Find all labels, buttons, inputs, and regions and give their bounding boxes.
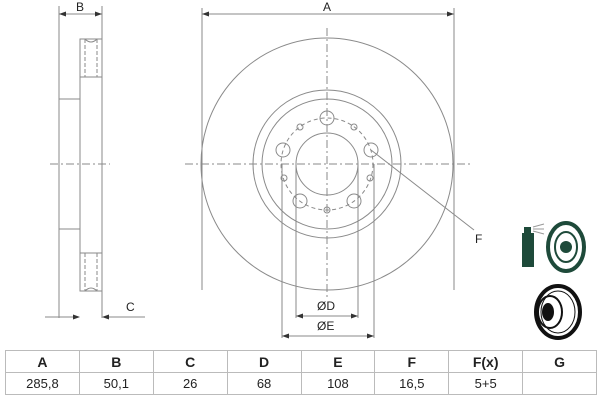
header-e: E: [300, 350, 376, 373]
spray-can-disc-coating-icon: [522, 221, 586, 273]
value-fx: 5+5: [448, 372, 524, 395]
header-c: C: [152, 350, 228, 373]
spec-table-value-row: 285,8 50,1 26 68 108 16,5 5+5: [5, 372, 597, 395]
side-view: [45, 6, 145, 318]
header-b: B: [78, 350, 154, 373]
value-b: 50,1: [78, 372, 154, 395]
feature-icons: [520, 215, 590, 340]
header-d: D: [226, 350, 302, 373]
spec-table: A B C D E F F(x) G 285,8 50,1 26 68 108 …: [5, 350, 597, 395]
dimension-label-b: B: [76, 0, 85, 14]
header-f: F: [374, 350, 450, 373]
dimension-label-f: F: [475, 232, 483, 246]
dimension-label-c: C: [126, 300, 135, 314]
spec-table-header-row: A B C D E F F(x) G: [5, 350, 597, 373]
value-e: 108: [300, 372, 376, 395]
dimension-label-a: A: [323, 0, 332, 14]
technical-drawing: [45, 6, 475, 339]
value-f: 16,5: [374, 372, 450, 395]
value-g: [522, 372, 597, 395]
front-view: [185, 8, 475, 338]
ventilated-brake-disc-icon: [534, 284, 582, 340]
value-d: 68: [226, 372, 302, 395]
dimension-label-e: ØE: [317, 319, 335, 333]
header-g: G: [522, 350, 597, 373]
header-fx: F(x): [448, 350, 524, 373]
header-a: A: [5, 350, 80, 373]
dimension-label-d: ØD: [317, 299, 335, 313]
value-a: 285,8: [5, 372, 80, 395]
value-c: 26: [152, 372, 228, 395]
